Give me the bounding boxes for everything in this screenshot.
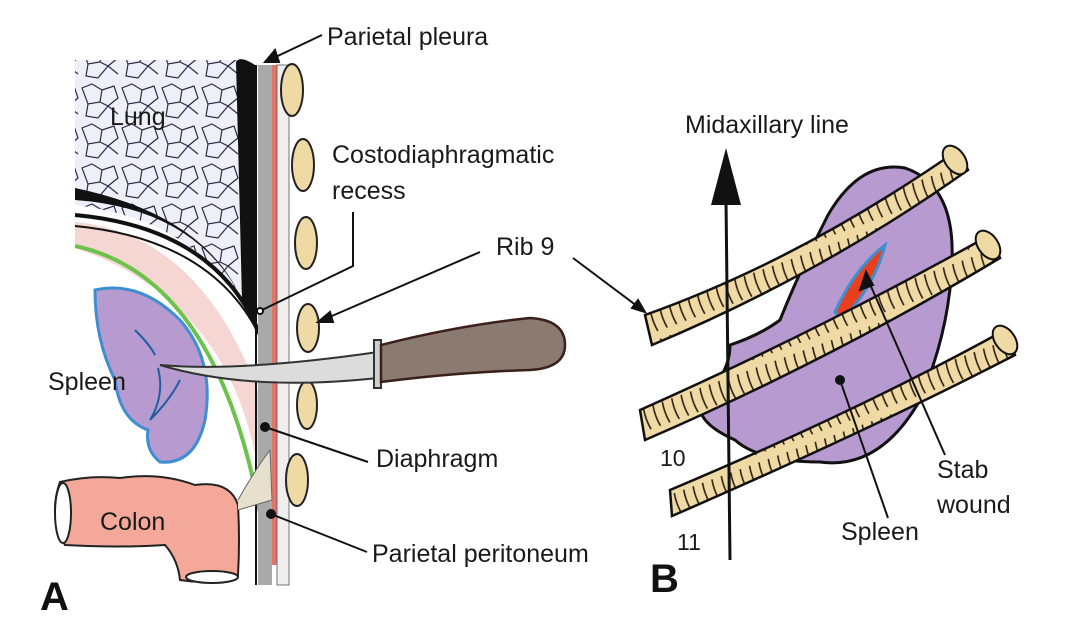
label-parietal-pleura: Parietal pleura [327, 23, 488, 51]
panel-letter-b: B [650, 557, 679, 601]
leader-recess [261, 212, 354, 311]
leader-spleen-b [839, 379, 889, 519]
midaxillary-arrow [711, 148, 741, 561]
label-midaxillary: Midaxillary line [685, 111, 849, 139]
lung [75, 60, 252, 320]
label-stab-2: wound [936, 491, 1011, 519]
spleen-b [697, 165, 954, 465]
label-spleen-a: Spleen [48, 368, 126, 396]
label-stab-1: Stab [937, 456, 988, 484]
rib-10-b [638, 229, 1002, 442]
leader-diaphragm [264, 426, 369, 463]
panel-letter-a: A [40, 575, 69, 619]
knife-handle [379, 316, 567, 384]
spleen-a [93, 286, 209, 464]
label-rib9: Rib 9 [496, 233, 554, 261]
stab-wound [833, 241, 888, 323]
diaphragm-layer [75, 222, 268, 470]
label-spleen-b: Spleen [841, 518, 919, 546]
leader-stab [865, 274, 946, 456]
label-recess-1: Costodiaphragmatic [332, 141, 554, 169]
pleura-curve [75, 59, 255, 330]
label-rib10: 10 [660, 445, 686, 471]
panel-a: Lung Parietal pleura Costodiaphragmatic … [40, 23, 589, 619]
label-lung: Lung [110, 103, 166, 131]
label-diaphragm: Diaphragm [376, 445, 498, 473]
label-recess-2: recess [332, 177, 406, 205]
label-parietal-peritoneum: Parietal peritoneum [372, 540, 589, 568]
label-rib11: 11 [677, 529, 701, 555]
rib-11-b [668, 324, 1019, 518]
grey-layer [258, 65, 272, 585]
panel-b: Midaxillary line 10 11 Spleen Stab wound… [572, 111, 1019, 601]
leader-peritoneum [270, 513, 368, 553]
rib-sections [280, 63, 320, 507]
leader-rib9-a [317, 251, 481, 323]
leader-rib9-b [572, 257, 646, 313]
muscle-layer [272, 65, 277, 565]
label-colon: Colon [100, 508, 165, 536]
